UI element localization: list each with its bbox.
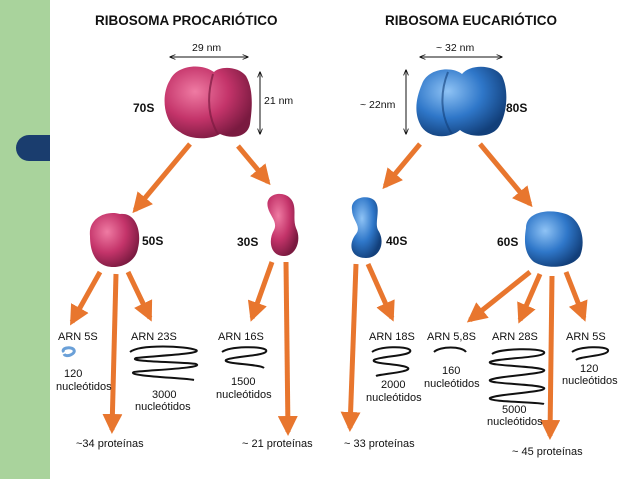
rna-58s-strand [433,346,467,353]
ribosome-80s-shape [416,66,507,137]
arrow-50s-to-proteins [102,273,123,434]
rna-16s-strand [221,346,268,369]
subunit-60s-shape [524,211,583,267]
arrow-60s-to-proteins [540,275,561,440]
rna-23s-strand [129,345,199,381]
prokaryote-title: RIBOSOMA PROCARIÓTICO [95,13,278,28]
arn-18s-size: 2000 [381,379,405,391]
subunit-50s-label: 50S [142,234,163,248]
arn-18s-unit: nucleótidos [366,392,422,404]
arn-28s-size: 5000 [502,404,526,416]
arn-5s-prok-size: 120 [64,368,82,380]
ribosome-70s-shape [164,66,252,139]
arrow-30s-to-proteins [277,261,298,436]
arn-28s-label: ARN 28S [492,331,538,343]
rna-5s-euk-strand [571,346,609,361]
arn-58s-unit: nucleótidos [424,378,480,390]
subunit-50s-shape [89,212,140,268]
proteins-50s: ~34 proteínas [76,438,144,450]
prokaryote-height: 21 nm [264,95,293,107]
eukaryote-width: ~ 32 nm [436,42,474,54]
arrow-70s-to-30s [236,144,271,186]
sidebar-tab [16,135,50,161]
arrow-40s-to-arn18s [365,262,395,322]
arn-5s-euk-label: ARN 5S [566,331,606,343]
arn-16s-size: 1500 [231,376,255,388]
arn-23s-label: ARN 23S [131,331,177,343]
rna-28s-strand [488,348,546,405]
arn-5s-prok-unit: nucleótidos [56,381,112,393]
subunit-40s-label: 40S [386,234,407,248]
subunit-30s-label: 30S [237,235,258,249]
subunit-40s-shape [351,197,382,258]
arn-5s-prok-label: ARN 5S [58,331,98,343]
arrow-50s-to-arn23s [125,270,153,322]
arn-23s-size: 3000 [152,389,176,401]
proteins-30s: ~ 21 proteínas [242,438,313,450]
sidebar [0,0,50,479]
arrow-80s-to-40s [382,142,422,190]
arn-58s-label: ARN 5,8S [427,331,476,343]
subunit-60s-label: 60S [497,235,518,249]
arn-18s-label: ARN 18S [369,331,415,343]
arrow-60s-to-arn58s [466,270,532,323]
prokaryote-70s-label: 70S [133,101,154,115]
prokaryote-width: 29 nm [192,42,221,54]
proteins-60s: ~ 45 proteínas [512,446,583,458]
rna-18s-strand [371,346,412,377]
subunit-30s-shape [267,193,299,256]
arn-5s-euk-size: 120 [580,363,598,375]
arrow-30s-to-arn16s [247,261,275,322]
arrow-60s-to-arn5s [563,271,588,322]
eukaryote-title: RIBOSOMA EUCARIÓTICO [385,13,557,28]
arrow-50s-to-arn5s [69,270,103,326]
arn-5s-euk-unit: nucleótidos [562,375,618,387]
arn-23s-unit: nucleótidos [135,401,191,413]
eukaryote-height: ~ 22nm [360,99,396,111]
arrow-80s-to-60s [478,142,533,208]
proteins-40s: ~ 33 proteínas [344,438,415,450]
arrow-40s-to-proteins [340,263,361,432]
arn-58s-size: 160 [442,365,460,377]
arrow-60s-to-arn28s [517,273,543,324]
arrow-70s-to-50s [132,142,192,214]
arn-28s-unit: nucleótidos [487,416,543,428]
eukaryote-80s-label: 80S [506,101,527,115]
arn-16s-label: ARN 16S [218,331,264,343]
rna-5s-prok-strand [61,346,76,358]
arn-16s-unit: nucleótidos [216,389,272,401]
